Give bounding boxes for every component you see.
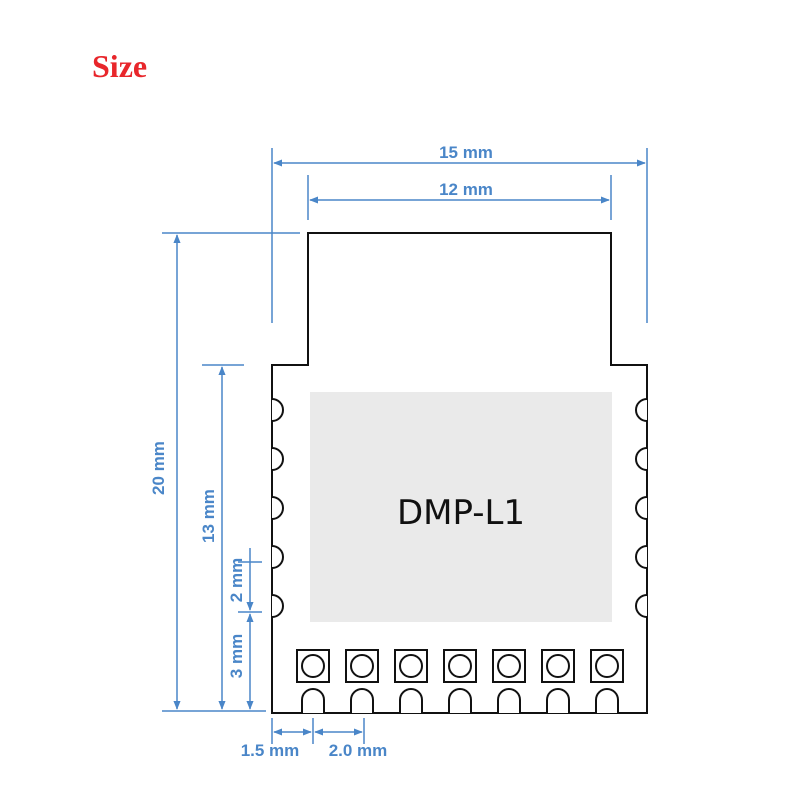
right-pin-notch: [635, 398, 648, 422]
left-pin-notch: [271, 545, 284, 569]
bottom-offset-label: 3 mm: [227, 634, 246, 678]
module-label: DMP-L1: [397, 493, 525, 533]
page-title: Size: [92, 48, 148, 84]
bottom-castellated-pins: [296, 649, 624, 713]
bottom-pin: [345, 649, 379, 713]
right-pin-notch: [635, 496, 648, 520]
left-pin-notch: [271, 398, 284, 422]
dimension-arrows: [173, 159, 646, 736]
bottom-pin: [541, 649, 575, 713]
left-castellated-pins: [271, 398, 284, 618]
total-width-label: 15 mm: [439, 143, 493, 162]
bottom-pin: [394, 649, 428, 713]
right-castellated-pins: [635, 398, 648, 618]
edge-offset-label: 1.5 mm: [241, 741, 300, 760]
right-pin-notch: [635, 447, 648, 471]
pin-pitch-vertical-label: 2 mm: [227, 558, 246, 602]
pin-pitch-label: 2.0 mm: [329, 741, 388, 760]
right-pin-notch: [635, 594, 648, 618]
bottom-pin: [590, 649, 624, 713]
bottom-pin: [492, 649, 526, 713]
left-pin-notch: [271, 496, 284, 520]
right-pin-notch: [635, 545, 648, 569]
pad-area-height-label: 13 mm: [199, 489, 218, 543]
shield-area: [310, 392, 612, 622]
bottom-pin: [296, 649, 330, 713]
dimension-lines: [162, 148, 648, 744]
total-height-label: 20 mm: [149, 441, 168, 495]
antenna-width-label: 12 mm: [439, 180, 493, 199]
bottom-pin: [443, 649, 477, 713]
left-pin-notch: [271, 447, 284, 471]
left-pin-notch: [271, 594, 284, 618]
